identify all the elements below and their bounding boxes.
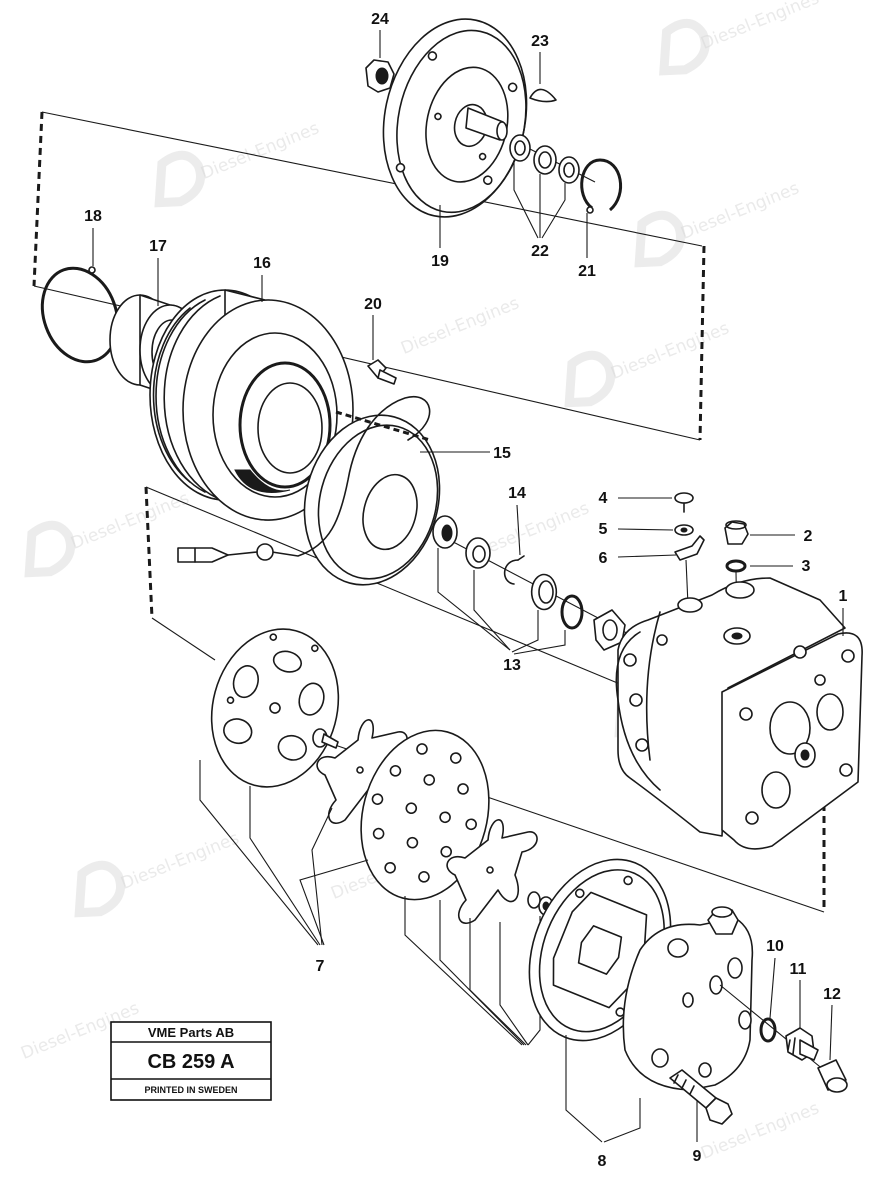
callout-14: 14: [508, 485, 526, 502]
part-18-snap-ring: [40, 228, 120, 364]
part-21-snap-ring: [580, 158, 622, 258]
part-15-coil: [271, 395, 490, 586]
callout-13: 13: [503, 657, 521, 674]
callout-16: 16: [253, 255, 271, 272]
svg-text:Diesel-Engines: Diesel-Engines: [608, 318, 732, 384]
callout-1: 1: [839, 588, 848, 605]
part-24-nut: [365, 30, 395, 93]
callout-15: 15: [493, 445, 511, 462]
part-7-valve-kit: [199, 628, 554, 1046]
svg-text:Diesel-Engines: Diesel-Engines: [118, 828, 242, 894]
callout-24: 24: [371, 11, 389, 28]
part-12-cap: [817, 1004, 848, 1093]
part-1-compressor-body: [615, 577, 863, 850]
part-2-plug: [724, 520, 795, 545]
part-22-shims: [509, 134, 580, 239]
title-block: VME Parts AB CB 259 A PRINTED IN SWEDEN: [110, 1021, 272, 1101]
part-13-seal-kit: [432, 515, 626, 655]
callout-5: 5: [599, 521, 608, 538]
callout-18: 18: [84, 208, 102, 225]
callout-10: 10: [766, 938, 784, 955]
wire-connector: [177, 543, 274, 563]
part-10-o-ring: [759, 957, 777, 1043]
callout-4: 4: [599, 490, 608, 507]
callout-7: 7: [316, 958, 325, 975]
callout-17: 17: [149, 238, 167, 255]
part-20-screw: [367, 315, 397, 385]
callout-11: 11: [790, 961, 807, 978]
callout-19: 19: [431, 253, 449, 270]
svg-text:Diesel-Engines: Diesel-Engines: [398, 293, 522, 359]
callout-9: 9: [693, 1148, 702, 1165]
callout-3: 3: [802, 558, 811, 575]
part-11-fitting: [785, 980, 819, 1061]
title-block-footer: PRINTED IN SWEDEN: [144, 1085, 237, 1095]
part-19-front-plate: [382, 18, 528, 248]
part-4-screw: [618, 492, 694, 513]
callout-23: 23: [531, 33, 549, 50]
callout-22: 22: [531, 243, 549, 260]
part-23-key: [529, 52, 557, 103]
callout-8: 8: [598, 1153, 607, 1170]
callout-6: 6: [599, 550, 608, 567]
svg-text:Diesel-Engines: Diesel-Engines: [198, 118, 322, 184]
gasket-plate: [210, 628, 340, 788]
svg-text:Diesel-Engines: Diesel-Engines: [678, 178, 802, 244]
part-16-pulley: [149, 275, 354, 521]
callout-21: 21: [578, 263, 596, 280]
svg-text:Diesel-Engines: Diesel-Engines: [698, 0, 822, 54]
part-6-bracket: [617, 535, 705, 606]
callout-20: 20: [364, 296, 382, 313]
part-14-circlip: [503, 504, 525, 585]
part-5-washer: [617, 524, 694, 536]
part-9-rear-head: [622, 906, 831, 1142]
title-block-company: VME Parts AB: [148, 1025, 234, 1040]
callout-12: 12: [823, 986, 841, 1003]
title-block-code: CB 259 A: [147, 1051, 234, 1073]
callout-2: 2: [804, 528, 813, 545]
callout-labels: 24 23 19 22 21 18 17 16 20 15 14 4 5 6 2…: [84, 11, 847, 1170]
small-screw: [312, 728, 339, 749]
